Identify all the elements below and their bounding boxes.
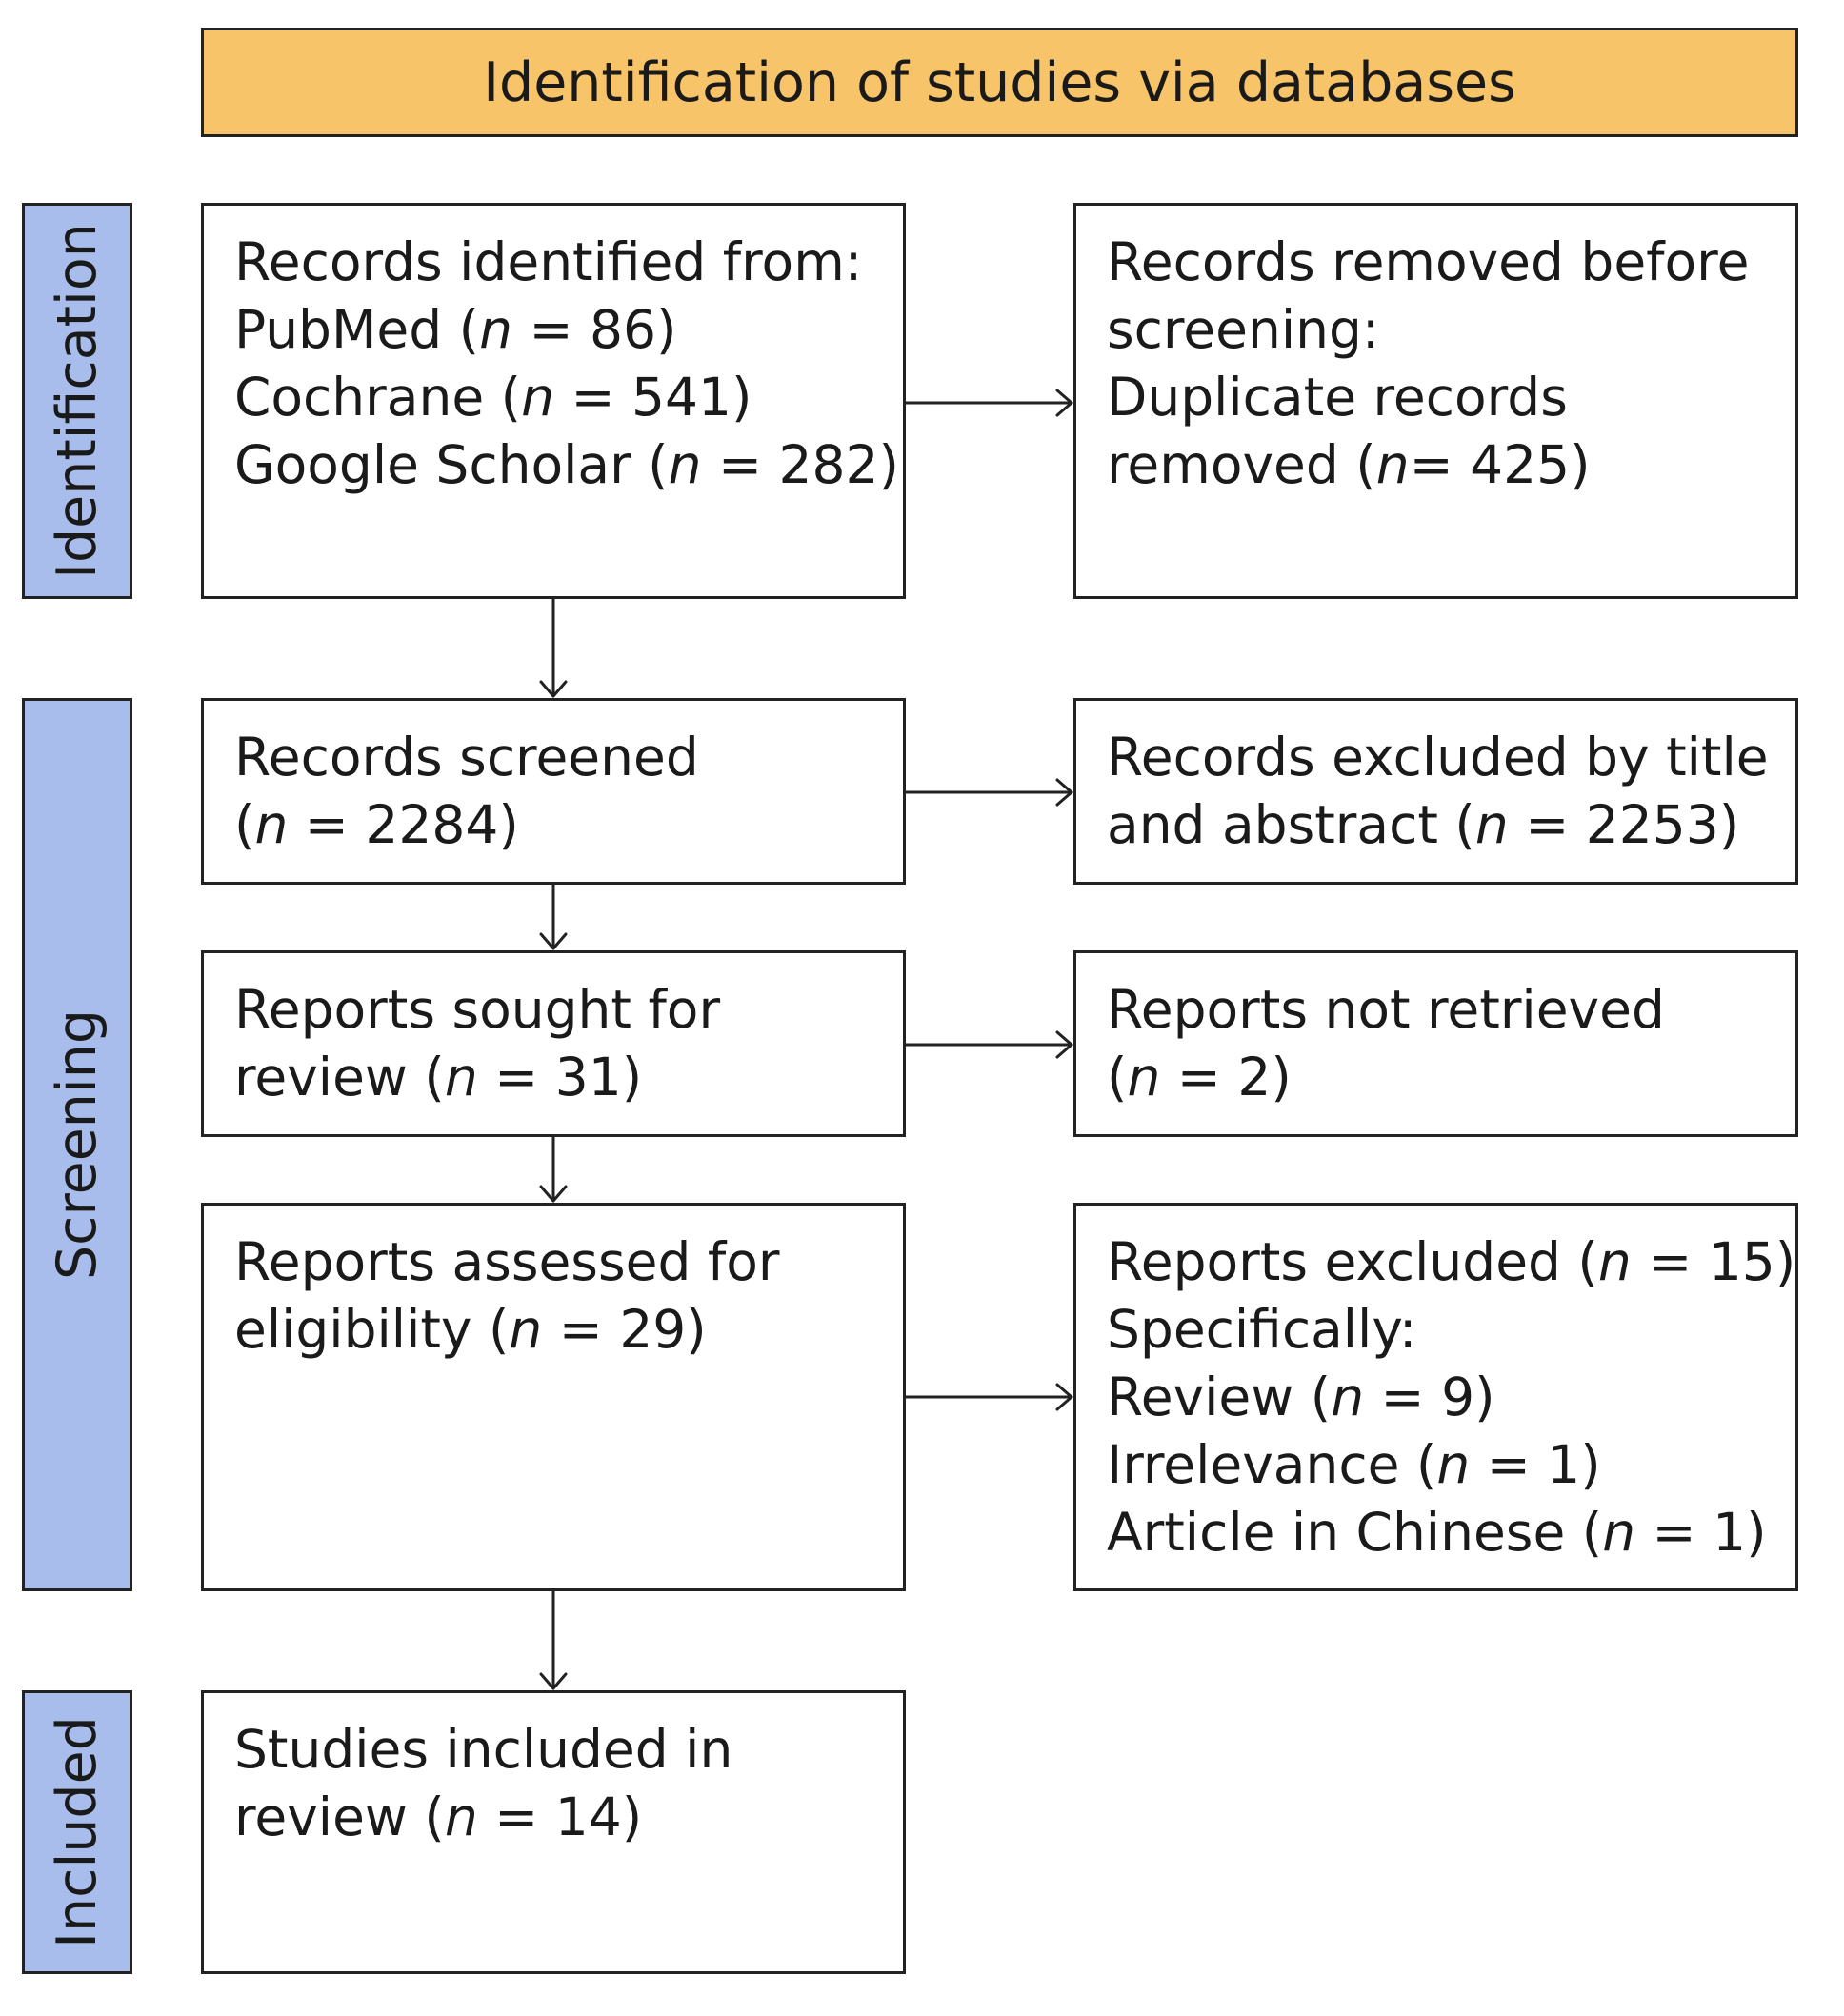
reports-sought-title: Reports sought for <box>234 979 721 1040</box>
pubmed-count: PubMed (n = 86) <box>234 299 677 360</box>
reports-excluded-box: Reports excluded (n = 15) Specifically: … <box>1073 1203 1798 1591</box>
records-removed-line1: Records removed before <box>1107 231 1750 292</box>
reports-not-retrieved-title: Reports not retrieved <box>1107 979 1665 1040</box>
arrow-to-reports-assessed <box>539 1135 568 1203</box>
excluded-review-count: Review (n = 9) <box>1107 1367 1495 1427</box>
phase-screening: Screening <box>22 698 132 1591</box>
diagram-header: Identification of studies via databases <box>201 28 1798 137</box>
reports-sought-count: review (n = 31) <box>234 1047 643 1108</box>
cochrane-count: Cochrane (n = 541) <box>234 367 752 428</box>
google-scholar-count: Google Scholar (n = 282) <box>234 434 899 495</box>
studies-included-box: Studies included in review (n = 14) <box>201 1690 906 1974</box>
reports-sought-box: Reports sought for review (n = 31) <box>201 950 906 1137</box>
records-screened-count: (n = 2284) <box>234 794 519 855</box>
excluded-irrelevance-count: Irrelevance (n = 1) <box>1107 1434 1601 1495</box>
records-excluded-title: Records excluded by title <box>1107 727 1769 788</box>
arrow-to-records-removed <box>904 389 1073 417</box>
records-identified-box: Records identified from: PubMed (n = 86)… <box>201 203 906 599</box>
arrow-to-studies-included <box>539 1589 568 1690</box>
reports-not-retrieved-box: Reports not retrieved (n = 2) <box>1073 950 1798 1137</box>
studies-included-count: review (n = 14) <box>234 1786 643 1847</box>
records-removed-line3: Duplicate records <box>1107 367 1568 428</box>
records-removed-line2: screening: <box>1107 299 1380 360</box>
duplicates-removed-count: removed (n= 425) <box>1107 434 1591 495</box>
records-excluded-box: Records excluded by title and abstract (… <box>1073 698 1798 885</box>
records-screened-title: Records screened <box>234 727 699 788</box>
reports-not-retrieved-count: (n = 2) <box>1107 1047 1292 1108</box>
phase-identification: Identification <box>22 203 132 599</box>
records-identified-title: Records identified from: <box>234 231 863 292</box>
arrow-to-reports-not-retrieved <box>904 1030 1073 1059</box>
reports-excluded-specifically: Specifically: <box>1107 1299 1417 1360</box>
arrow-to-records-excluded <box>904 778 1073 807</box>
arrow-to-reports-excluded <box>904 1383 1073 1411</box>
reports-excluded-count: Reports excluded (n = 15) <box>1107 1231 1796 1292</box>
records-excluded-count: and abstract (n = 2253) <box>1107 794 1740 855</box>
arrow-to-records-screened <box>539 597 568 698</box>
reports-assessed-count: eligibility (n = 29) <box>234 1299 707 1360</box>
reports-assessed-title: Reports assessed for <box>234 1231 780 1292</box>
phase-included: Included <box>22 1690 132 1974</box>
records-screened-box: Records screened (n = 2284) <box>201 698 906 885</box>
arrow-to-reports-sought <box>539 883 568 950</box>
excluded-chinese-count: Article in Chinese (n = 1) <box>1107 1502 1767 1563</box>
header-title: Identification of studies via databases <box>483 50 1516 114</box>
records-removed-box: Records removed before screening: Duplic… <box>1073 203 1798 599</box>
studies-included-title: Studies included in <box>234 1719 733 1780</box>
